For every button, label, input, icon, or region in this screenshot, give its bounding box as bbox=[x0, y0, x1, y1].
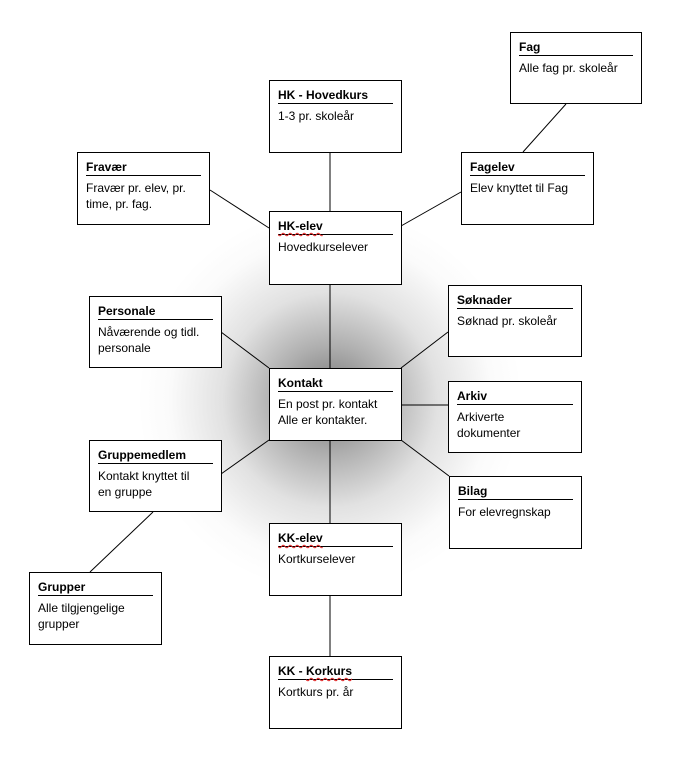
entity-kk-elev-title-text: KK-elev bbox=[278, 531, 323, 545]
entity-hk-hovedkurs-title: HK - Hovedkurs bbox=[278, 88, 393, 104]
entity-fagelev-title: Fagelev bbox=[470, 160, 585, 176]
entity-hk-elev-title: HK-elev bbox=[278, 219, 393, 235]
entity-kk-elev-desc: Kortkurselever bbox=[278, 552, 356, 566]
line-fag-fagelev bbox=[522, 103, 567, 153]
entity-kk-elev: KK-elev Kortkurselever bbox=[269, 523, 402, 596]
entity-kk-korkurs: KK - Korkurs Kortkurs pr. år bbox=[269, 656, 402, 729]
entity-kontakt-desc: En post pr. kontakt Alle er kontakter. bbox=[278, 397, 378, 427]
entity-fag-desc: Alle fag pr. skoleår bbox=[519, 61, 618, 75]
entity-hk-hovedkurs-title-prefix: HK - bbox=[278, 88, 306, 102]
entity-kk-korkurs-title-prefix: KK - bbox=[278, 664, 306, 678]
entity-hk-elev-desc: Hovedkurselever bbox=[278, 240, 369, 254]
line-personale-kontakt bbox=[220, 331, 270, 369]
entity-fagelev-desc: Elev knyttet til Fag bbox=[470, 181, 569, 195]
entity-soknader-desc: Søknad pr. skoleår bbox=[457, 314, 558, 328]
entity-kontakt-title: Kontakt bbox=[278, 376, 393, 392]
entity-grupper-desc: Alle tilgjengelige grupper bbox=[38, 601, 125, 631]
entity-fravaer-title: Fravær bbox=[86, 160, 201, 176]
entity-hk-hovedkurs-title-name: Hovedkurs bbox=[306, 88, 369, 102]
entity-gruppemedlem-title: Gruppemedlem bbox=[98, 448, 213, 464]
entity-gruppemedlem: Gruppemedlem Kontakt knyttet til en grup… bbox=[89, 440, 222, 512]
entity-hk-hovedkurs-desc: 1-3 pr. skoleår bbox=[278, 109, 355, 123]
entity-personale-title: Personale bbox=[98, 304, 213, 320]
entity-soknader: Søknader Søknad pr. skoleår bbox=[448, 285, 582, 357]
entity-fravaer: Fravær Fravær pr. elev, pr. time, pr. fa… bbox=[77, 152, 210, 225]
entity-hk-elev: HK-elev Hovedkurselever bbox=[269, 211, 402, 285]
entity-fagelev: Fagelev Elev knyttet til Fag bbox=[461, 152, 594, 225]
entity-arkiv: Arkiv Arkiverte dokumenter bbox=[448, 381, 582, 453]
line-gruppemedlem-kontakt bbox=[220, 439, 270, 475]
entity-arkiv-title: Arkiv bbox=[457, 389, 573, 405]
line-fravaer-hkelev bbox=[209, 189, 270, 229]
entity-personale: Personale Nåværende og tidl. personale bbox=[89, 296, 222, 368]
entity-bilag-desc: For elevregnskap bbox=[458, 505, 551, 519]
entity-grupper-title: Grupper bbox=[38, 580, 153, 596]
entity-personale-desc: Nåværende og tidl. personale bbox=[98, 325, 200, 355]
entity-bilag-title: Bilag bbox=[458, 484, 573, 500]
entity-soknader-title: Søknader bbox=[457, 293, 573, 309]
entity-hk-hovedkurs: HK - Hovedkurs 1-3 pr. skoleår bbox=[269, 80, 402, 153]
entity-hk-elev-title-text: HK-elev bbox=[278, 219, 323, 233]
entity-fravaer-desc: Fravær pr. elev, pr. time, pr. fag. bbox=[86, 181, 186, 211]
line-gruppemedlem-grupper bbox=[89, 511, 154, 573]
line-soknader-kontakt bbox=[400, 331, 449, 369]
entity-kk-korkurs-desc: Kortkurs pr. år bbox=[278, 685, 354, 699]
line-fagelev-hkelev bbox=[400, 191, 462, 227]
entity-grupper: Grupper Alle tilgjengelige grupper bbox=[29, 572, 162, 645]
entity-fag-title: Fag bbox=[519, 40, 633, 56]
entity-kontakt: Kontakt En post pr. kontakt Alle er kont… bbox=[269, 368, 402, 441]
entity-kk-elev-title: KK-elev bbox=[278, 531, 393, 547]
line-kontakt-bilag bbox=[400, 439, 450, 477]
entity-kk-korkurs-title-name: Korkurs bbox=[306, 664, 353, 678]
entity-fag: Fag Alle fag pr. skoleår bbox=[510, 32, 642, 104]
entity-kk-korkurs-title: KK - Korkurs bbox=[278, 664, 393, 680]
entity-gruppemedlem-desc: Kontakt knyttet til en gruppe bbox=[98, 469, 190, 499]
entity-arkiv-desc: Arkiverte dokumenter bbox=[457, 410, 521, 440]
entity-bilag: Bilag For elevregnskap bbox=[449, 476, 582, 549]
